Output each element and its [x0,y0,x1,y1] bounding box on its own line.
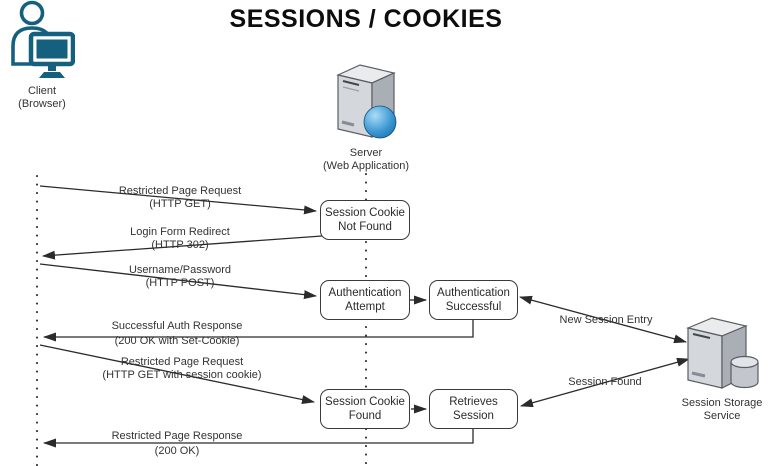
arrow-restricted-page-request-cookie [39,344,315,404]
process-box-retrieves-session: Retrieves Session [429,389,518,429]
box-label: Session Cookie [325,396,405,408]
process-box-session-cookie-not-found: Session Cookie Not Found [320,200,410,240]
arrow-restricted-page-request [39,185,317,215]
actor-client-label-1: Client [27,85,57,97]
message-login-form-redirect: Login Form Redirect (HTTP 302) [130,226,230,251]
actor-server: Server (Web Application) [306,62,426,173]
box-label: Attempt [345,301,385,313]
arrow-successful-auth-response [43,320,474,342]
actor-client-label-2: (Browser) [18,98,66,110]
message-restricted-page-request: Restricted Page Request (HTTP GET) [118,185,242,210]
process-box-authentication-successful: Authentication Successful [429,280,518,320]
actor-server-label-2: (Web Application) [322,160,409,172]
message-session-found: Session Found [568,376,642,388]
box-label: Found [348,410,382,422]
process-box-authentication-attempt: Authentication Attempt [320,280,410,320]
actor-storage-label-2: Service [703,410,741,422]
server-tower-database-icon [684,314,760,397]
box-label: Retrieves [449,396,498,408]
arrow-restricted-page-response [43,429,474,448]
process-box-session-cookie-found: Session Cookie Found [320,389,410,429]
message-username-password: Username/Password (HTTP POST) [128,264,232,289]
box-label: Successful [445,301,502,313]
message-restricted-page-request-cookie: Restricted Page Request (HTTP GET with s… [102,356,262,381]
box-label: Not Found [338,221,392,233]
actor-client: Client (Browser) [0,0,84,111]
arrow-login-form-redirect [42,235,323,260]
person-with-monitor-icon [9,0,76,85]
actor-session-storage: Session Storage Service [660,314,768,423]
message-restricted-page-response: Restricted Page Response (200 OK) [111,430,243,457]
arrow-session-found [520,357,690,408]
box-label: Authentication [328,287,402,299]
arrow-username-password [39,263,317,300]
diagram-title: SESSIONS / COOKIES [229,5,503,33]
message-new-session-entry: New Session Entry [559,314,653,326]
message-successful-auth-response: Successful Auth Response (200 OK with Se… [111,320,243,347]
server-tower-globe-icon [335,62,397,147]
box-label: Session [453,410,494,422]
box-label: Authentication [437,287,510,299]
box-label: Session Cookie [325,207,405,219]
actor-storage-label-1: Session Storage [681,397,763,409]
arrow-new-session-entry [519,295,687,344]
actor-server-label-1: Server [349,147,383,159]
